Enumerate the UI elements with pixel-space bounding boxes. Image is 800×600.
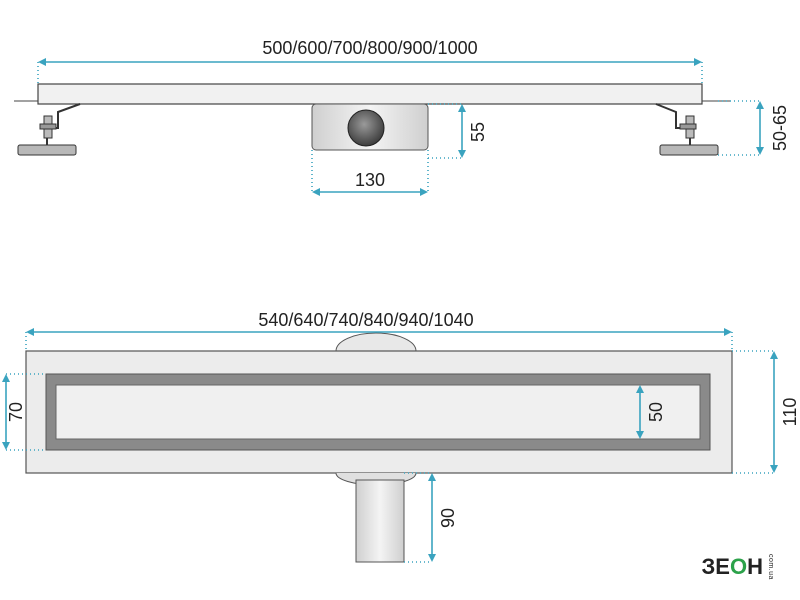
right-mounting-foot [655,103,719,156]
outlet-width-label: 130 [355,170,385,190]
outer-width-label: 110 [780,398,800,427]
left-mounting-foot [17,103,81,156]
outlet-depth-label: 90 [438,508,458,528]
brand-logo-domain: com.ua [767,554,774,580]
brand-logo: ЗЕОН com.ua [702,554,774,580]
height-label: 55 [468,122,488,142]
drain-profile-bar [37,83,703,105]
plan-view: 540/640/740/840/940/1040 110 70 50 90 [2,310,800,563]
grate-width-label: 70 [6,402,26,422]
outlet-pipe [355,479,405,563]
length-label: 500/600/700/800/900/1000 [262,38,477,58]
grate-insert [55,384,701,440]
brand-logo-text: ЗЕОН [701,554,763,579]
adjust-label: 50-65 [770,105,790,151]
overall-length-label: 540/640/740/840/940/1040 [258,310,473,330]
channel-label: 50 [646,402,666,422]
outlet-flange [335,332,417,352]
side-view: 500/600/700/800/900/1000 55 130 50-65 [14,38,790,196]
outlet-pipe-opening [347,109,385,147]
